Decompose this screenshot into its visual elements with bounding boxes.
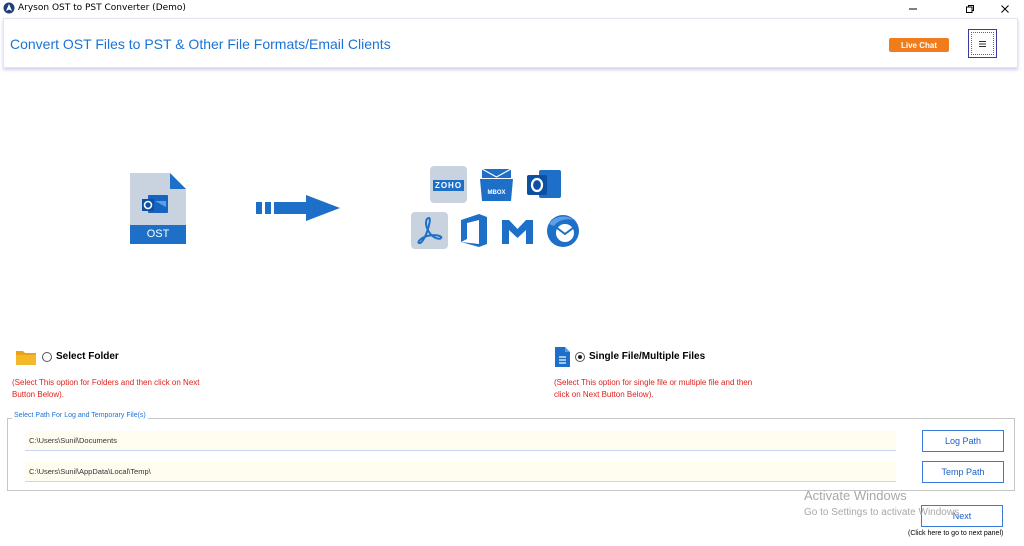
arrow-right-icon	[256, 195, 340, 221]
gmail-icon	[499, 212, 536, 249]
minimize-icon	[909, 8, 917, 9]
office-logo-icon	[461, 214, 487, 247]
hamburger-icon	[979, 40, 986, 47]
app-logo-icon	[3, 2, 15, 14]
acrobat-logo-icon	[417, 216, 443, 245]
mbox-label: MBOX	[487, 190, 506, 196]
single-multiple-files-radio[interactable]	[575, 352, 585, 362]
single-multiple-files-hint-2: click on Next Button Below).	[554, 390, 654, 399]
document-icon	[555, 347, 570, 367]
ost-file-icon	[130, 173, 186, 244]
zoho-label: ZOHO	[434, 181, 463, 190]
zoho-icon: ZOHO	[430, 166, 467, 203]
activate-windows-watermark: Activate Windows	[804, 488, 907, 503]
select-folder-radio[interactable]	[42, 352, 52, 362]
next-button[interactable]: Next	[921, 505, 1003, 527]
next-hint: (Click here to go to next panel)	[908, 530, 1004, 537]
pdf-icon	[411, 212, 448, 249]
maximize-button[interactable]	[955, 0, 985, 17]
outlook-icon	[525, 166, 562, 203]
thunderbird-icon	[544, 212, 581, 249]
minimize-button[interactable]	[898, 0, 928, 17]
single-multiple-files-label[interactable]: Single File/Multiple Files	[589, 351, 706, 362]
header-banner: Convert OST Files to PST & Other File Fo…	[3, 18, 1018, 68]
temp-path-input[interactable]	[25, 462, 896, 482]
live-chat-button[interactable]: Live Chat	[889, 38, 949, 52]
select-folder-label[interactable]: Select Folder	[56, 351, 119, 362]
log-path-input[interactable]	[25, 431, 896, 451]
path-group-label: Select Path For Log and Temporary File(s…	[12, 412, 148, 419]
close-icon	[1001, 4, 1009, 13]
folder-icon	[16, 351, 36, 365]
ost-label: OST	[146, 228, 170, 240]
menu-button[interactable]	[968, 29, 997, 58]
select-folder-hint-1: (Select This option for Folders and then…	[12, 378, 200, 387]
mbox-icon: MBOX	[478, 166, 515, 203]
thunderbird-logo-icon	[547, 215, 579, 247]
gmail-logo-icon	[502, 220, 533, 244]
window-title: Aryson OST to PST Converter (Demo)	[18, 3, 186, 13]
office365-icon	[455, 212, 492, 249]
page-title: Convert OST Files to PST & Other File Fo…	[10, 36, 391, 52]
ost-file-illustration: OST	[130, 173, 186, 244]
log-path-button[interactable]: Log Path	[922, 430, 1004, 452]
activate-windows-subtext: Go to Settings to activate Windows.	[804, 507, 962, 518]
close-button[interactable]	[990, 0, 1020, 17]
path-settings-group	[7, 418, 1015, 491]
mbox-envelope-icon	[480, 168, 513, 201]
select-folder-hint-2: Button Below).	[12, 390, 65, 399]
title-bar: Aryson OST to PST Converter (Demo)	[0, 0, 1024, 17]
zoho-logo-icon	[433, 180, 464, 191]
restore-icon	[966, 4, 974, 13]
single-multiple-files-hint-1: (Select This option for single file or m…	[554, 378, 753, 387]
outlook-logo-icon	[527, 170, 561, 198]
temp-path-button[interactable]: Temp Path	[922, 461, 1004, 483]
